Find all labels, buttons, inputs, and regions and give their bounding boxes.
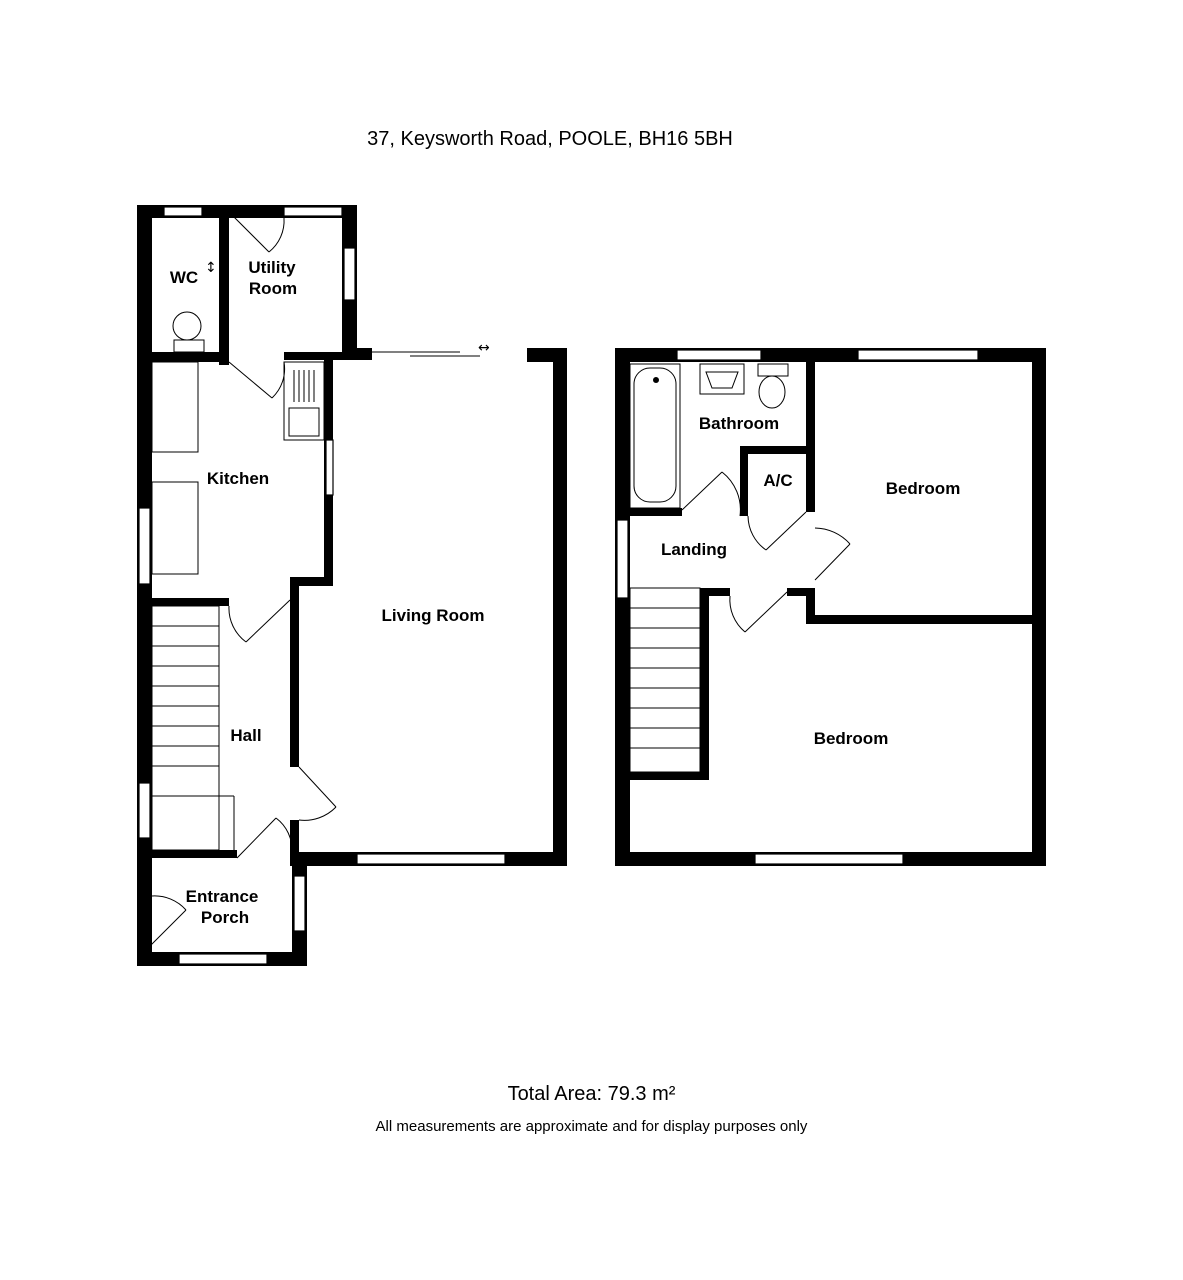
stairs-first — [629, 587, 701, 773]
wall-bed-1-lower — [806, 588, 815, 623]
door-living — [298, 766, 337, 808]
plan-title: 37, Keysworth Road, POOLE, BH16 5BH — [367, 128, 733, 150]
wall-ac-west — [740, 446, 748, 516]
door-entrance-swing — [151, 895, 187, 911]
washbasin-bowl — [705, 371, 739, 389]
toilet-cistern — [173, 339, 205, 353]
disclaimer: All measurements are approximate and for… — [375, 1118, 808, 1135]
wall-stair-south — [630, 772, 709, 780]
sink-unit — [283, 361, 325, 441]
label-ac: A/C — [763, 471, 792, 490]
door-kitchen-hall — [245, 599, 291, 643]
wall-utility-corner — [342, 348, 372, 360]
kitchen-unit-upper — [151, 361, 199, 453]
wall-hall-porch — [137, 850, 237, 858]
wall-hall-living — [290, 577, 299, 767]
door-living-swing — [298, 806, 337, 821]
door-bedroom-2 — [744, 591, 788, 633]
wall-kitchen-step — [290, 577, 333, 586]
wall-wc-utility — [219, 205, 229, 365]
door-kitchen-utility — [228, 361, 273, 399]
wall-ac-north — [740, 446, 815, 454]
wall-landing-step — [787, 588, 815, 596]
wall-utility-kitchen — [284, 352, 344, 360]
label-utility-1: Utility — [248, 258, 296, 277]
wall-kitchen-hall — [137, 598, 229, 606]
door-hall-porch-swing — [275, 817, 293, 853]
window-bathroom — [676, 349, 762, 361]
window-porch-east — [293, 875, 306, 932]
label-landing: Landing — [661, 540, 727, 559]
door-hall-porch — [236, 817, 277, 859]
kitchen-unit-lower — [151, 481, 199, 575]
washbasin-icon — [699, 363, 745, 395]
door-bedroom-2-swing — [729, 595, 746, 633]
bath-basin — [633, 367, 677, 503]
ff-toilet-icon — [758, 375, 786, 409]
label-bedroom-1: Bedroom — [886, 479, 961, 498]
window-wc — [163, 206, 203, 217]
wall-bath-south — [630, 508, 682, 516]
bath-icon — [629, 363, 681, 509]
wall-living-east — [553, 348, 567, 866]
window-hall — [138, 782, 151, 839]
ground-floor: ↔ ↕ — [137, 205, 567, 966]
door-kitchen-utility-swing — [271, 361, 286, 399]
window-kitchen — [138, 507, 151, 585]
wall-ff-east — [1032, 348, 1046, 866]
door-bathroom — [681, 471, 723, 511]
label-entrance-2: Porch — [201, 908, 249, 927]
label-hall: Hall — [230, 726, 261, 745]
window-utility-north — [283, 206, 343, 217]
total-area: Total Area: 79.3 m² — [507, 1083, 676, 1105]
door-entrance — [143, 909, 187, 953]
wall-stair-top — [700, 588, 730, 596]
door-bathroom-swing — [721, 471, 741, 517]
wall-bath-bed-1 — [806, 362, 815, 512]
wall-wc-south — [137, 352, 227, 362]
drainer — [293, 370, 315, 402]
window-bedroom-2 — [754, 853, 904, 865]
door-kitchen-hall-swing — [228, 605, 247, 643]
door-ac — [765, 511, 807, 551]
label-living-room: Living Room — [382, 606, 485, 625]
ff-toilet-cistern — [757, 363, 789, 377]
updown-arrow-icon: ↕ — [205, 260, 217, 276]
label-kitchen: Kitchen — [207, 469, 269, 488]
wall-stair-east — [700, 588, 709, 780]
label-wc: WC — [170, 268, 198, 287]
label-utility-2: Room — [249, 279, 297, 298]
wall-hall-living-low — [290, 820, 299, 866]
first-floor: Bathroom A/C Landing Bedroom Bedroom — [615, 348, 1046, 866]
door-bedroom-1 — [814, 543, 851, 581]
sink-icon — [288, 407, 320, 437]
window-kitchen-east — [325, 439, 334, 496]
window-living — [356, 853, 506, 865]
door-bedroom-1-swing — [814, 527, 851, 545]
window-landing — [616, 519, 629, 599]
window-bedroom-1 — [857, 349, 979, 361]
window-utility-east — [343, 247, 356, 301]
wall-bed-1-south — [806, 615, 1032, 624]
door-utility-swing — [268, 217, 285, 253]
bath-tap — [653, 377, 659, 383]
door-ac-swing — [747, 515, 767, 551]
toilet-icon — [172, 311, 202, 341]
label-bedroom-2: Bedroom — [814, 729, 889, 748]
door-utility — [228, 211, 270, 253]
stairs-ground — [151, 605, 235, 851]
sliding-arrow-icon: ↔ — [478, 340, 490, 356]
label-bathroom: Bathroom — [699, 414, 779, 433]
wall-west — [137, 205, 152, 965]
wall-ff-west — [615, 348, 630, 866]
window-porch-south — [178, 953, 268, 965]
label-entrance-1: Entrance — [186, 887, 259, 906]
